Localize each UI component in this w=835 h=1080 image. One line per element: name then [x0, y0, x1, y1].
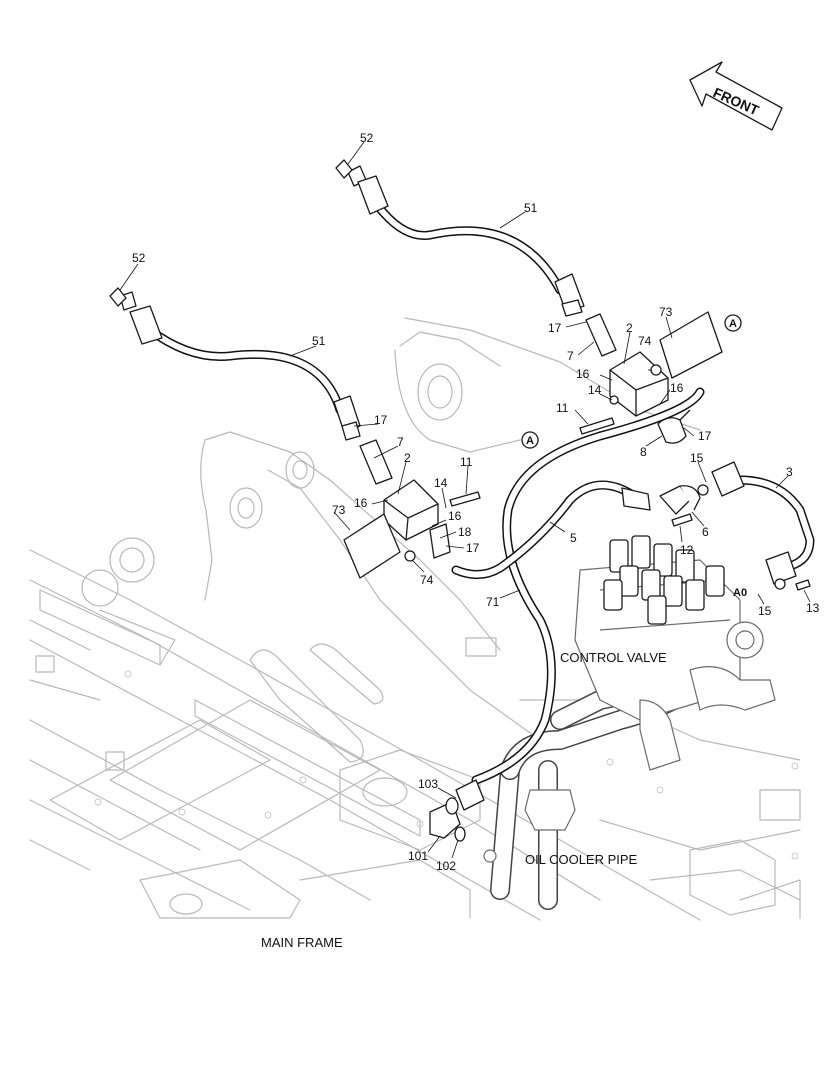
callout-17-a: 17 — [548, 321, 562, 335]
callout-74-a: 74 — [638, 334, 652, 348]
hose-71 — [471, 387, 705, 785]
control-valve-drawing — [574, 535, 776, 771]
callout-52-upper: 52 — [360, 131, 374, 145]
callout-3: 3 — [786, 465, 793, 479]
hose-51-left — [119, 291, 361, 441]
pipe-3 — [697, 461, 815, 591]
valve-block-left — [343, 439, 481, 579]
callout-6: 6 — [702, 525, 709, 539]
fitting-52-left — [109, 287, 127, 307]
callout-8: 8 — [640, 445, 647, 459]
callout-2-a: 2 — [626, 321, 633, 335]
caption-main-frame: MAIN FRAME — [261, 935, 343, 950]
front-direction-arrow: FRONT — [689, 61, 783, 131]
callout-14-a: 14 — [588, 383, 602, 397]
callout-11-b: 11 — [460, 455, 473, 469]
hose-51-upper — [347, 165, 585, 317]
callout-101: 101 — [408, 849, 428, 863]
callout-15-a: 15 — [690, 451, 704, 465]
caption-control-valve: CONTROL VALVE — [560, 650, 667, 665]
part-number-callouts: 52 51 52 51 17 7 2 74 73 16 14 16 11 17 … — [132, 131, 820, 873]
lower-fittings — [429, 779, 485, 842]
callout-52-left: 52 — [132, 251, 146, 265]
callout-15-b: 15 — [758, 604, 772, 618]
callout-16-a: 16 — [576, 367, 590, 381]
callout-7-a: 7 — [567, 349, 574, 363]
ref-mark-a0: A0 — [733, 587, 747, 599]
ref-mark-a-upper: A — [729, 318, 737, 330]
caption-oil-cooler-pipe: OIL COOLER PIPE — [525, 852, 638, 867]
callout-17-d: 17 — [466, 541, 480, 555]
callout-2-b: 2 — [404, 451, 411, 465]
callout-16-c: 16 — [354, 496, 368, 510]
leader-lines — [119, 141, 811, 859]
fitting-52-upper — [335, 159, 353, 179]
callout-7-b: 7 — [397, 435, 404, 449]
valve-block-upper — [579, 311, 723, 444]
callout-73-a: 73 — [659, 305, 673, 319]
captions: CONTROL VALVE OIL COOLER PIPE MAIN FRAME — [261, 650, 667, 950]
callout-74-b: 74 — [420, 573, 434, 587]
callout-51-upper: 51 — [524, 201, 538, 215]
callout-12: 12 — [680, 543, 694, 557]
callout-11-a: 11 — [556, 401, 569, 415]
hose-5 — [451, 480, 701, 579]
callout-103: 103 — [418, 777, 438, 791]
ref-mark-a-lower: A — [526, 435, 534, 447]
valve-spools — [603, 535, 725, 625]
callout-17-b: 17 — [698, 429, 712, 443]
callout-51-left: 51 — [312, 334, 326, 348]
ref-marks: A A A0 — [521, 314, 747, 599]
callout-13: 13 — [806, 601, 820, 615]
callout-16-b: 16 — [670, 381, 684, 395]
callout-14-b: 14 — [434, 476, 448, 490]
callout-102: 102 — [436, 859, 456, 873]
callout-16-d: 16 — [448, 509, 462, 523]
callout-5: 5 — [570, 531, 577, 545]
callout-71: 71 — [486, 595, 500, 609]
callout-73-b: 73 — [332, 503, 346, 517]
callout-18: 18 — [458, 525, 472, 539]
callout-17-c: 17 — [374, 413, 388, 427]
